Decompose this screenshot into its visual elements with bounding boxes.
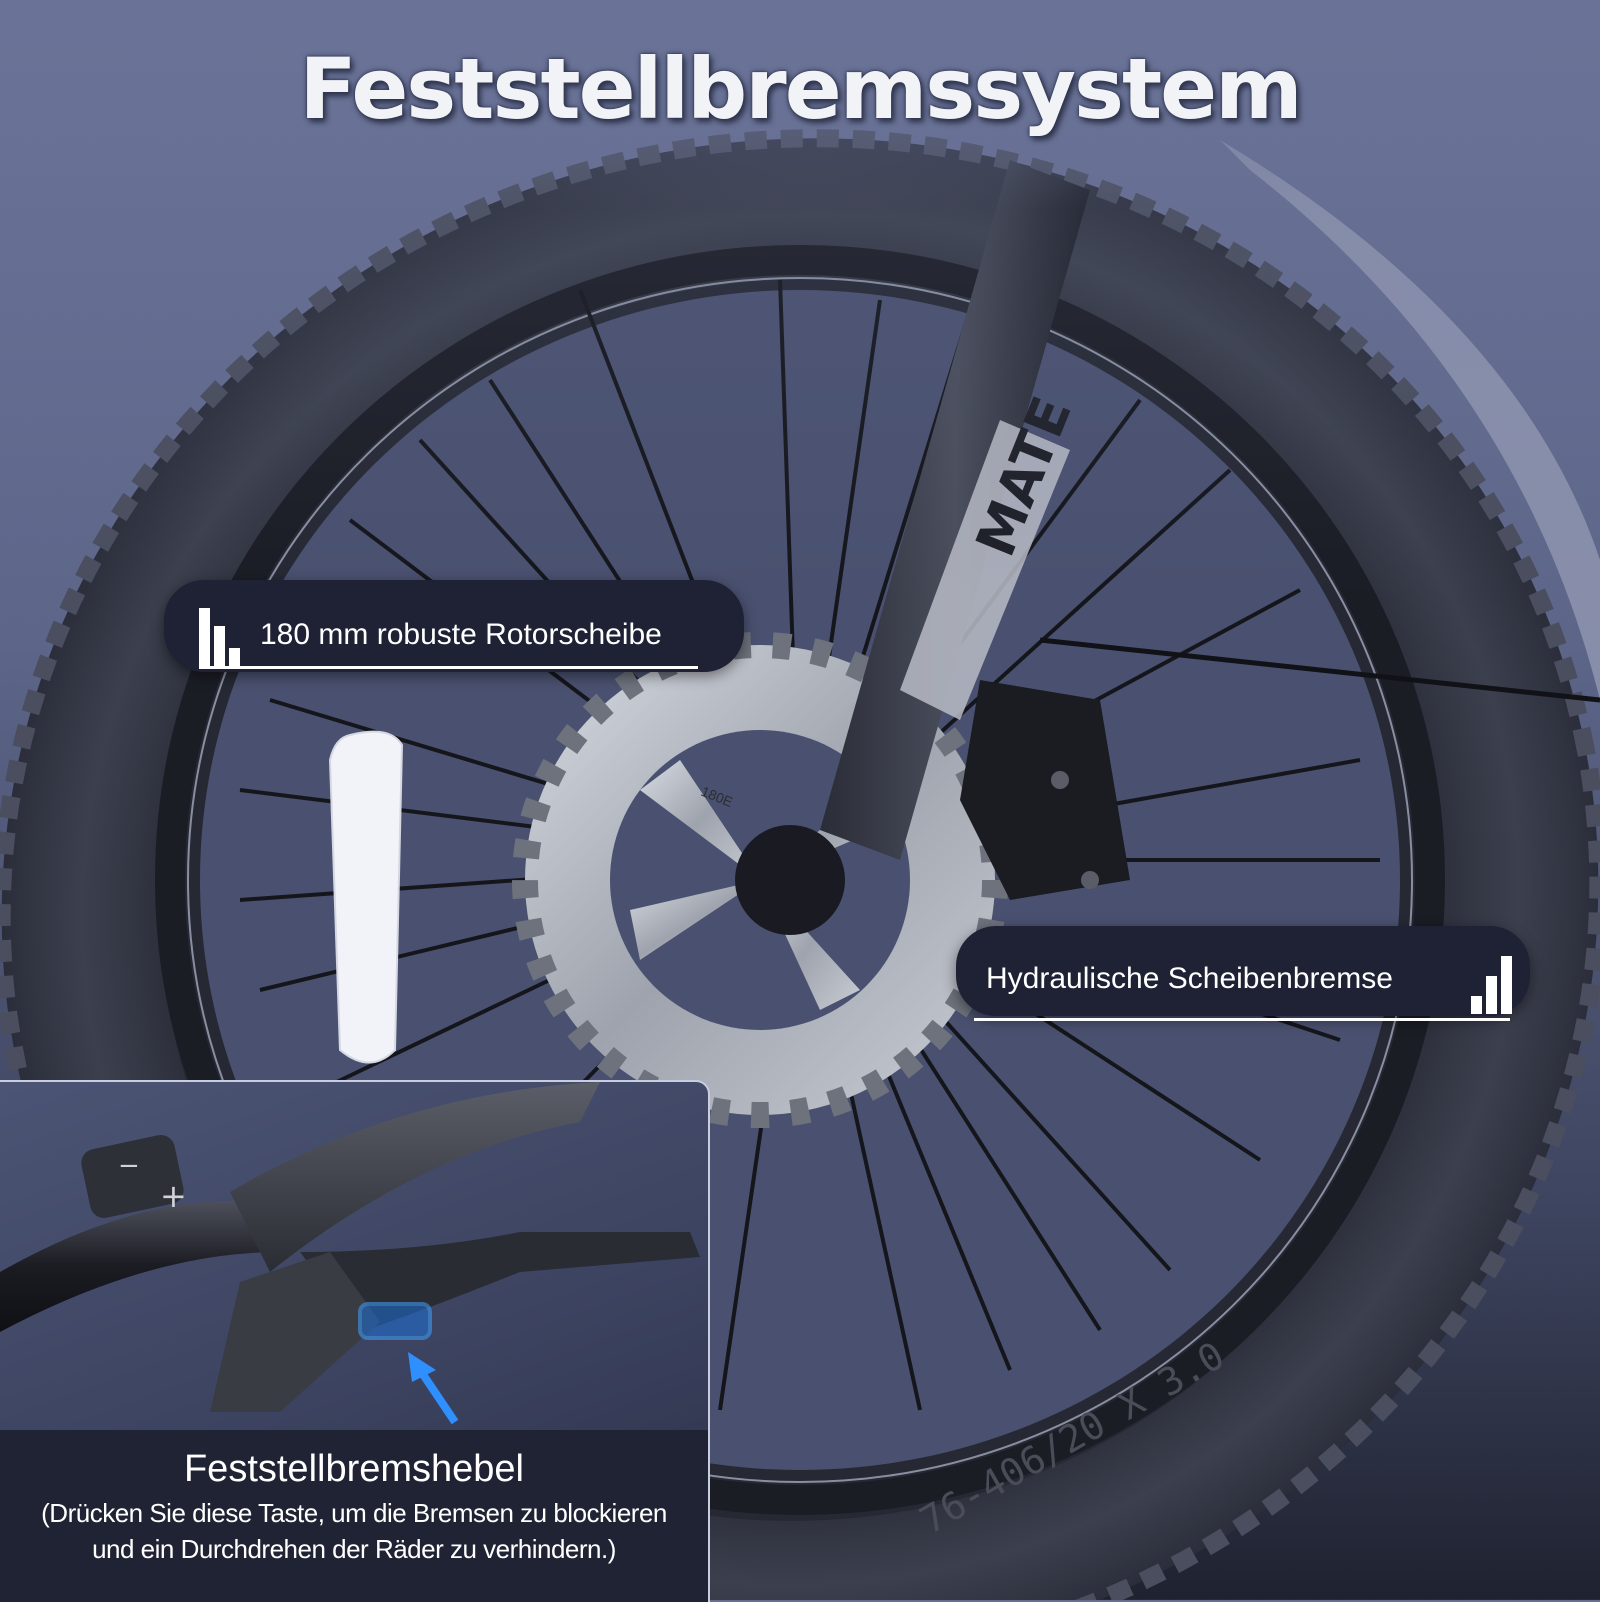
svg-text:+: +	[160, 1177, 187, 1215]
grip	[230, 1082, 600, 1272]
inset-description-line-2: und ein Durchdrehen der Räder zu verhind…	[92, 1534, 616, 1564]
handlebar	[0, 1200, 280, 1332]
divider	[199, 666, 698, 669]
bar-chart-descending-icon	[199, 608, 240, 666]
callout-brake-label: Hydraulische Scheibenbremse	[986, 962, 1393, 995]
bar-chart-ascending-icon	[1471, 956, 1512, 1014]
shifter-buttons: − +	[81, 1134, 187, 1218]
page-title: Feststellbremssystem	[299, 40, 1302, 138]
divider	[974, 1018, 1510, 1021]
callout-hydraulic-brake: Hydraulische Scheibenbremse	[956, 926, 1530, 1021]
inset-description-line-1: (Drücken Sie diese Taste, um die Bremsen…	[41, 1498, 667, 1528]
parking-brake-button-highlight	[358, 1302, 432, 1340]
inset-title: Feststellbremshebel	[183, 1448, 525, 1490]
callout-rotor-label: 180 mm robuste Rotorscheibe	[260, 618, 662, 651]
svg-text:−: −	[118, 1151, 140, 1181]
lever-body	[210, 1252, 380, 1412]
arrow-up-right-icon	[408, 1352, 459, 1425]
brake-caliper	[960, 680, 1130, 900]
parking-brake-lever-inset: − + Feststellbremshebel (Drücken Sie die…	[0, 1080, 710, 1602]
callout-rotor: 180 mm robuste Rotorscheibe	[164, 580, 744, 672]
brake-cable	[1039, 637, 1600, 703]
spoke-reflector	[328, 730, 404, 1064]
inset-caption: Feststellbremshebel (Drücken Sie diese T…	[0, 1430, 708, 1602]
handlebar-illustration: − +	[0, 1082, 700, 1425]
